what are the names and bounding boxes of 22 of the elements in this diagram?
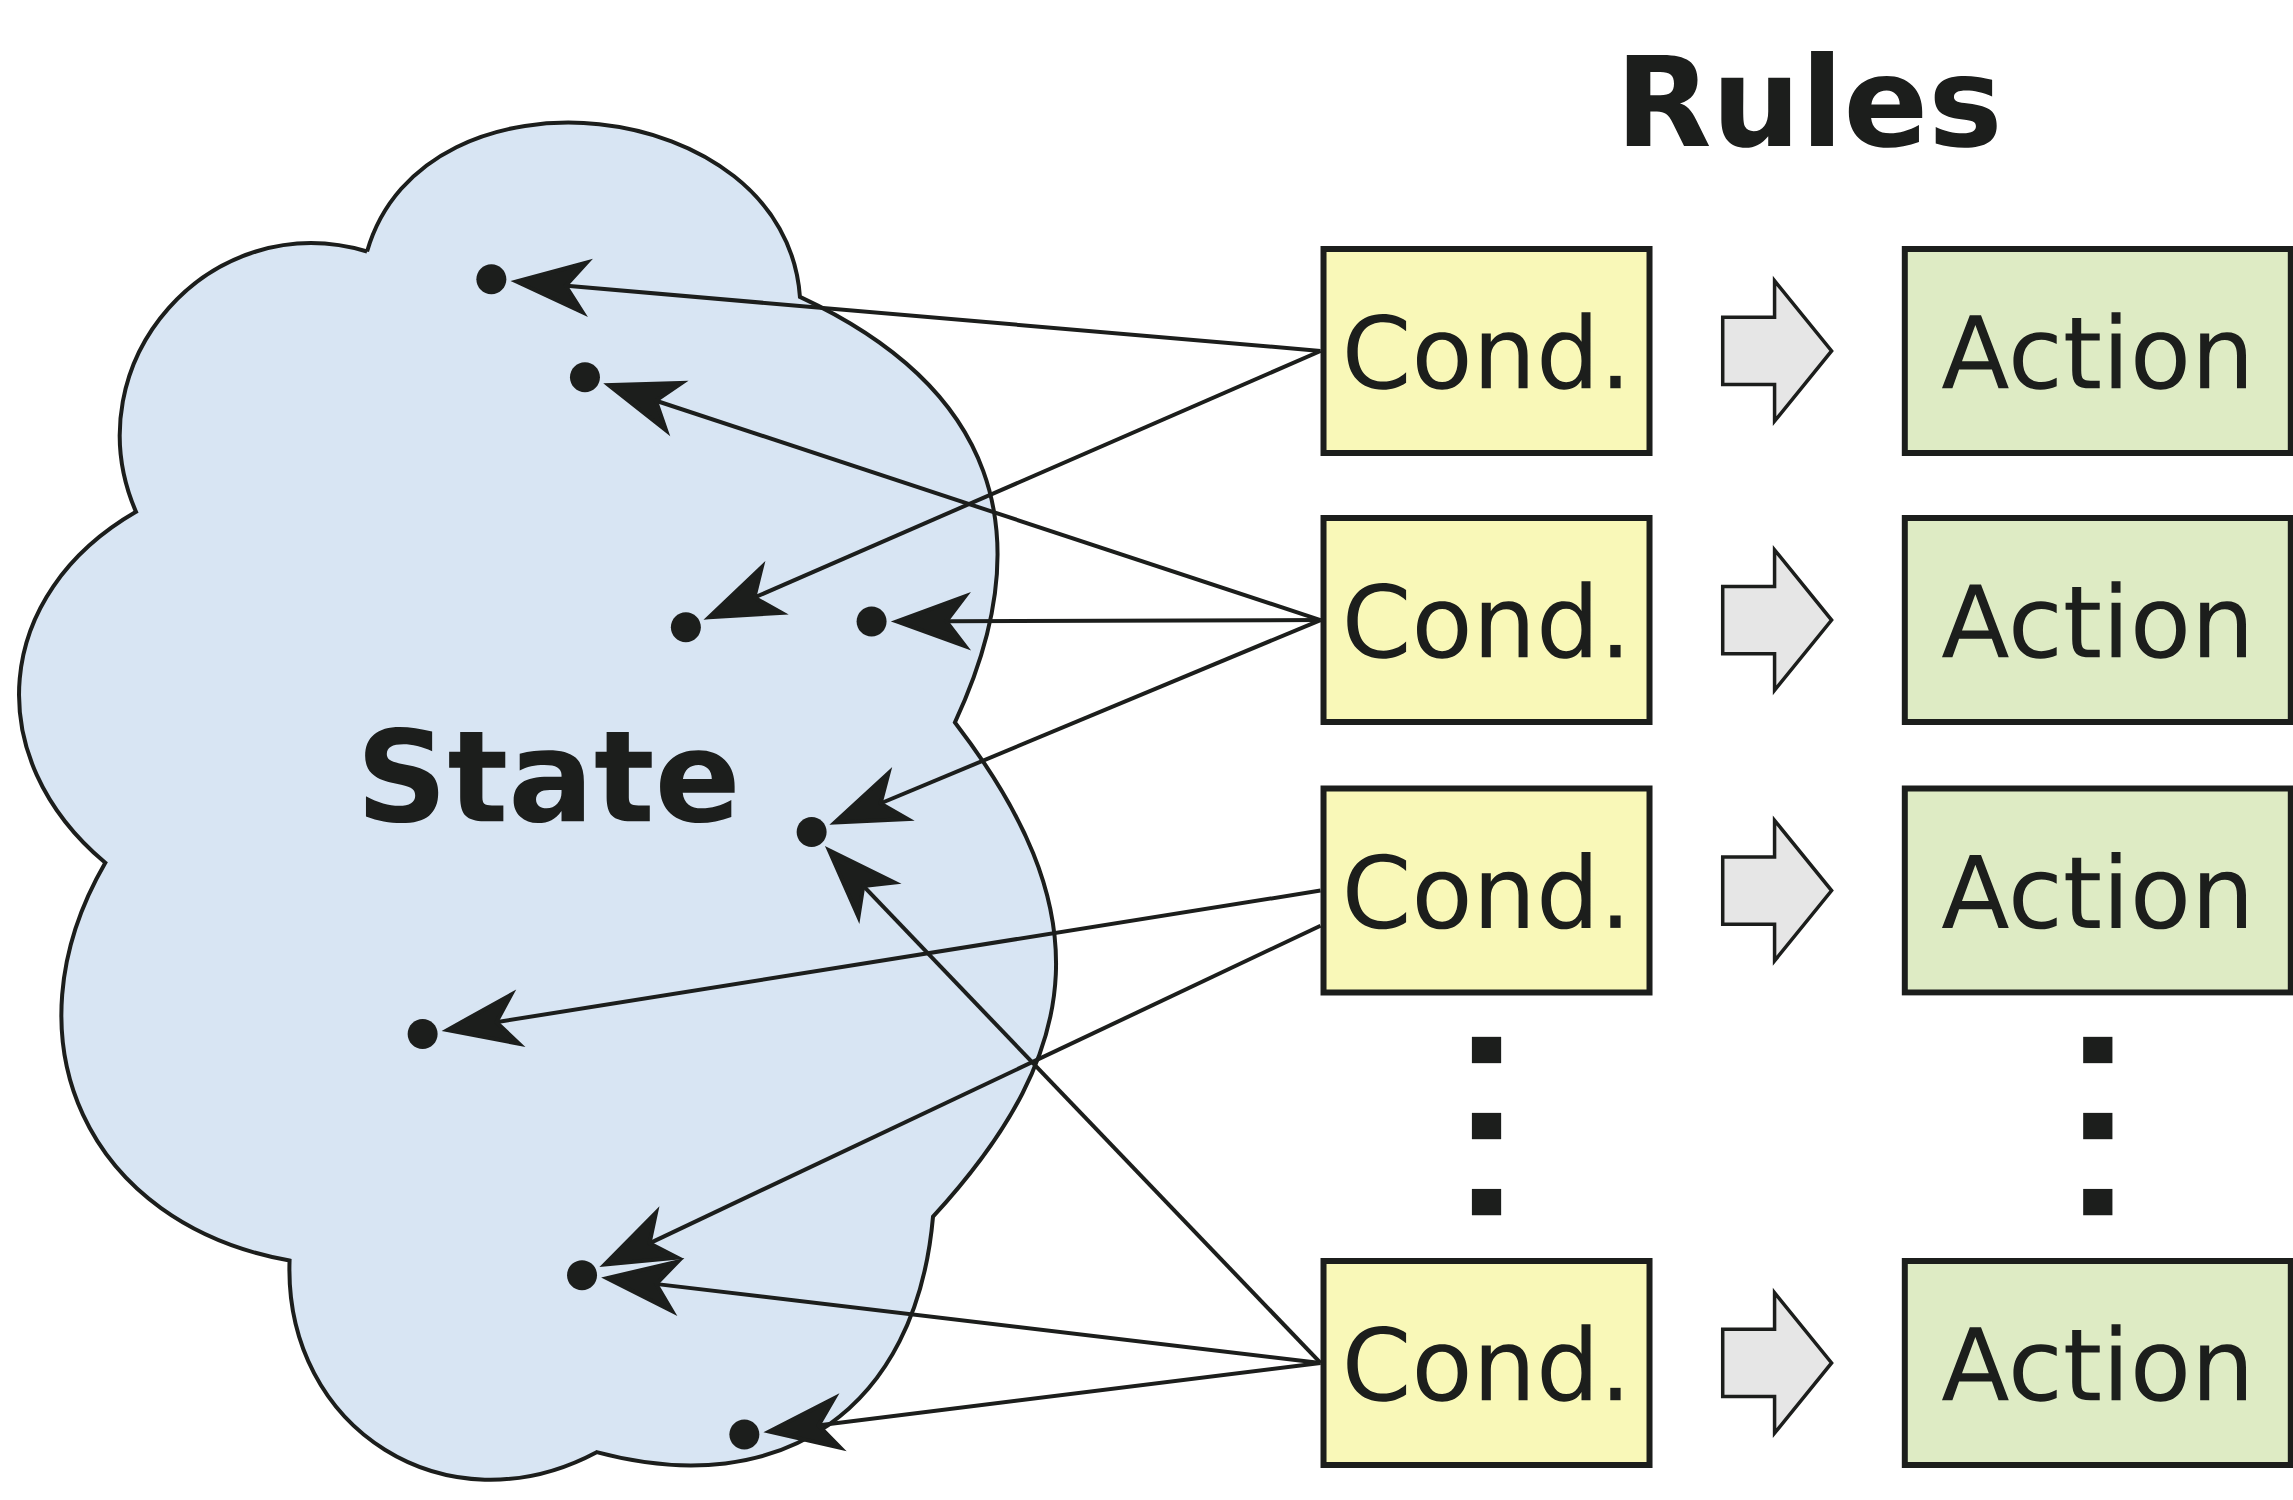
state-cloud: State (17, 121, 1058, 1482)
dot (670, 612, 701, 643)
dot (407, 1018, 438, 1049)
title: Rules (1626, 50, 1997, 148)
action-box: Action (1901, 1257, 2293, 1468)
block-arrow (1720, 544, 1834, 695)
condition-box: Cond. (1320, 1257, 1653, 1468)
dot (856, 606, 887, 637)
block-arrow (1720, 815, 1834, 966)
action-box: Action (1901, 785, 2293, 996)
dot (567, 1260, 598, 1290)
condition-box: Cond. (1320, 514, 1653, 725)
action-box: Action (1901, 514, 2293, 725)
block-arrow (1720, 1287, 1834, 1438)
block-arrow (1720, 275, 1834, 426)
dot (729, 1419, 760, 1450)
dot (796, 816, 827, 847)
condition-box: Cond. (1320, 785, 1653, 996)
dot (476, 264, 507, 295)
action-box: Action (1901, 245, 2293, 456)
dot (569, 362, 600, 393)
condition-box: Cond. (1320, 245, 1653, 456)
